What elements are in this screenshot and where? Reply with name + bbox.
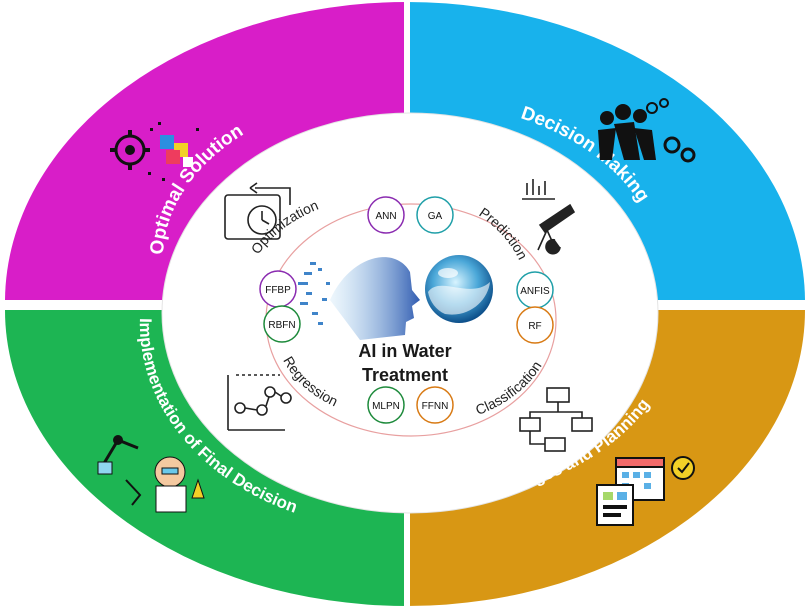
stopwatch-icon	[224, 182, 291, 240]
classification-tree-icon	[519, 387, 593, 452]
node-ffnn: FFNN	[416, 386, 454, 424]
svg-text:GA: GA	[428, 211, 443, 222]
ai-head-icon	[298, 257, 420, 340]
node-anfis: ANFIS	[516, 271, 554, 309]
node-ffbp: FFBP	[259, 270, 297, 308]
node-rf: RF	[516, 306, 554, 344]
node-mlpn: MLPN	[367, 386, 405, 424]
telescope-icon	[522, 179, 576, 255]
center-title-line2: Treatment	[362, 365, 448, 385]
svg-text:RBFN: RBFN	[268, 320, 295, 331]
svg-text:MLPN: MLPN	[372, 401, 400, 412]
regression-chart-icon	[227, 374, 292, 431]
calendar-planning-icon	[596, 456, 695, 526]
inner-circle-border	[161, 112, 659, 514]
team-gears-icon	[598, 98, 696, 163]
svg-text:RF: RF	[528, 321, 541, 332]
svg-text:ANN: ANN	[375, 211, 396, 222]
water-globe-icon	[425, 255, 493, 323]
node-ann: ANN	[367, 196, 405, 234]
node-rbfn: RBFN	[263, 305, 301, 343]
lab-scientist-icon	[97, 435, 205, 513]
svg-text:ANFIS: ANFIS	[520, 286, 550, 297]
svg-text:FFBP: FFBP	[265, 285, 291, 296]
svg-text:FFNN: FFNN	[422, 401, 449, 412]
center-title-line1: AI in Water	[358, 341, 451, 361]
node-ga: GA	[416, 196, 454, 234]
gear-puzzle-icon	[110, 122, 199, 181]
